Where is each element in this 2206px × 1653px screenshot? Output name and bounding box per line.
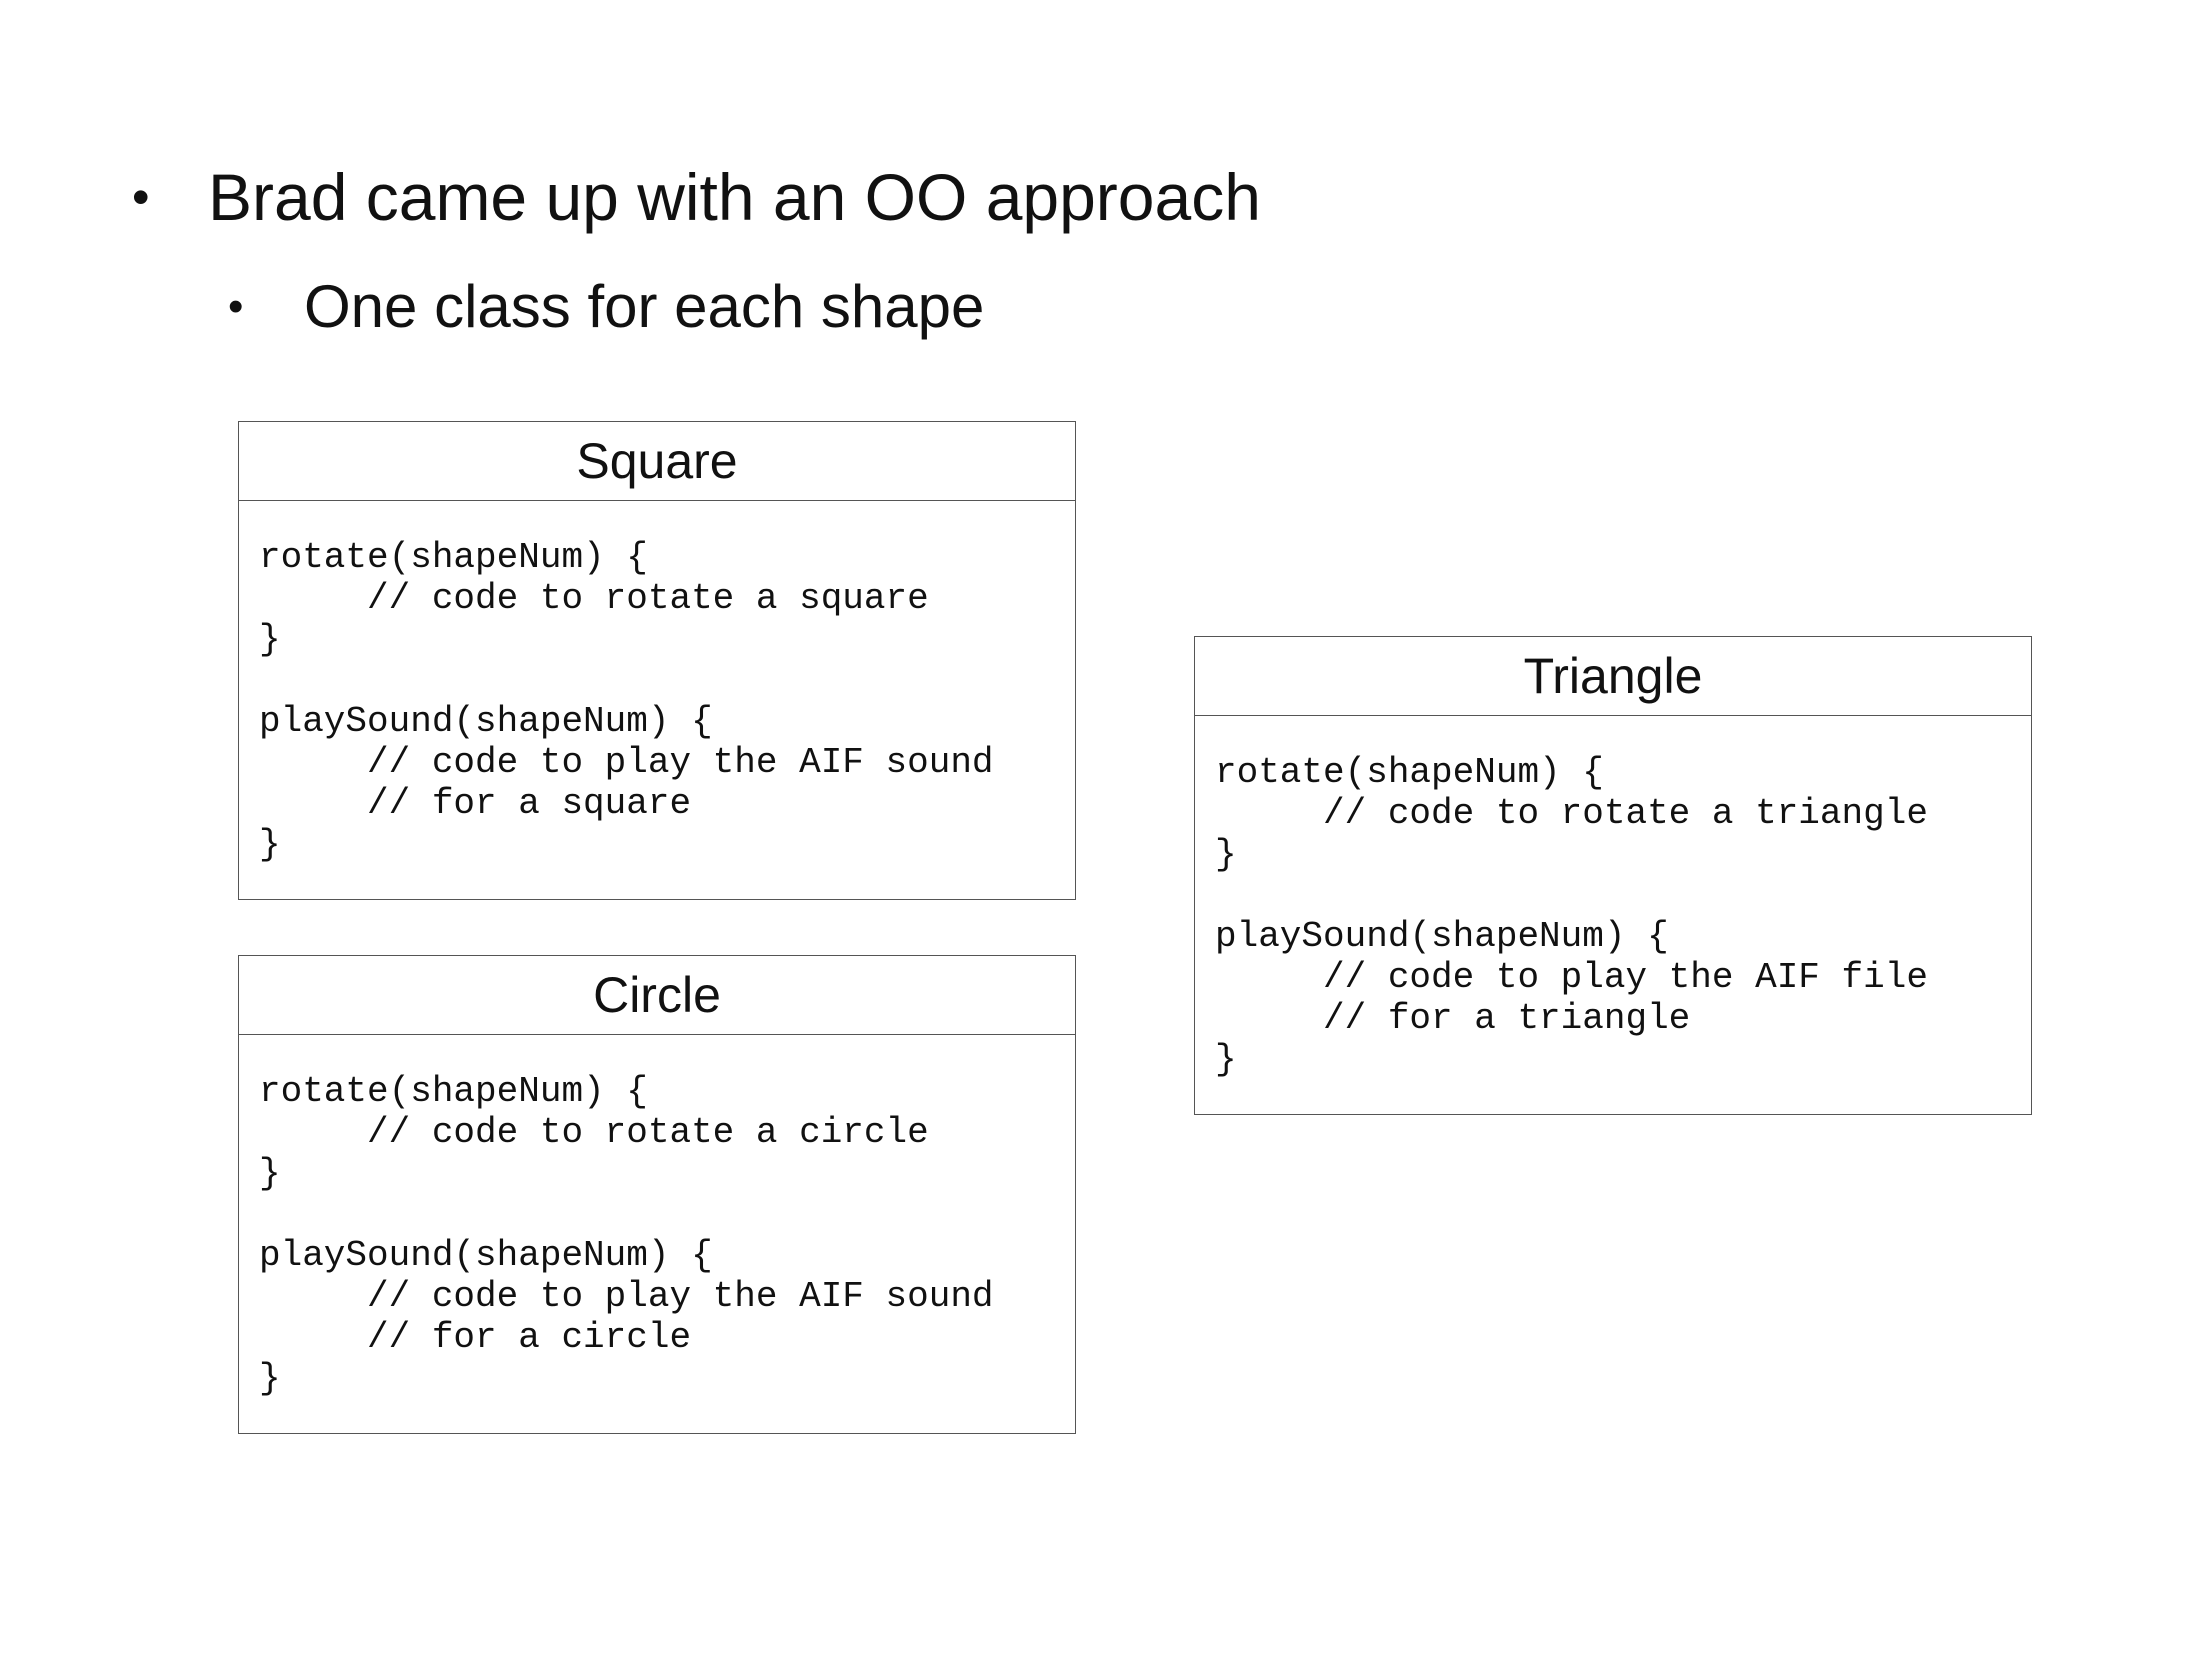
- code-line: // for a square: [259, 783, 692, 824]
- class-name-triangle: Triangle: [1195, 637, 2031, 716]
- code-line: playSound(shapeNum) {: [259, 1235, 713, 1276]
- code-line: rotate(shapeNum) {: [1215, 752, 1604, 793]
- code-line: }: [1215, 1039, 1237, 1080]
- bullet-level-1: • Brad came up with an OO approach: [132, 154, 1261, 240]
- code-line: }: [259, 824, 281, 865]
- code-line: // code to play the AIF file: [1215, 957, 1928, 998]
- bullet-text-one-class: One class for each shape: [304, 273, 985, 340]
- bullet-marker: •: [132, 169, 150, 225]
- code-line: }: [259, 619, 281, 660]
- code-line: rotate(shapeNum) {: [259, 537, 648, 578]
- code-line: // code to play the AIF sound: [259, 742, 994, 783]
- class-box-circle: Circle rotate(shapeNum) { // code to rot…: [238, 955, 1076, 1434]
- code-line: [259, 1194, 1075, 1235]
- bullet-level-2: • One class for each shape: [228, 268, 984, 346]
- code-line: playSound(shapeNum) {: [1215, 916, 1669, 957]
- class-code-square: rotate(shapeNum) { // code to rotate a s…: [239, 501, 1075, 865]
- class-name-circle: Circle: [239, 956, 1075, 1035]
- code-line: }: [1215, 834, 1237, 875]
- code-line: // for a circle: [259, 1317, 692, 1358]
- code-line: // code to rotate a triangle: [1215, 793, 1928, 834]
- code-line: // for a triangle: [1215, 998, 1691, 1039]
- class-name-square: Square: [239, 422, 1075, 501]
- code-line: playSound(shapeNum) {: [259, 701, 713, 742]
- code-line: [1215, 875, 2031, 916]
- bullet-marker: •: [228, 282, 244, 331]
- class-box-triangle: Triangle rotate(shapeNum) { // code to r…: [1194, 636, 2032, 1115]
- class-code-circle: rotate(shapeNum) { // code to rotate a c…: [239, 1035, 1075, 1399]
- class-box-square: Square rotate(shapeNum) { // code to rot…: [238, 421, 1076, 900]
- code-line: rotate(shapeNum) {: [259, 1071, 648, 1112]
- code-line: }: [259, 1358, 281, 1399]
- code-line: }: [259, 1153, 281, 1194]
- code-line: // code to rotate a circle: [259, 1112, 929, 1153]
- class-code-triangle: rotate(shapeNum) { // code to rotate a t…: [1195, 716, 2031, 1080]
- bullet-text-oo-approach: Brad came up with an OO approach: [208, 160, 1261, 234]
- code-line: // code to play the AIF sound: [259, 1276, 994, 1317]
- code-line: // code to rotate a square: [259, 578, 929, 619]
- code-line: [259, 660, 1075, 701]
